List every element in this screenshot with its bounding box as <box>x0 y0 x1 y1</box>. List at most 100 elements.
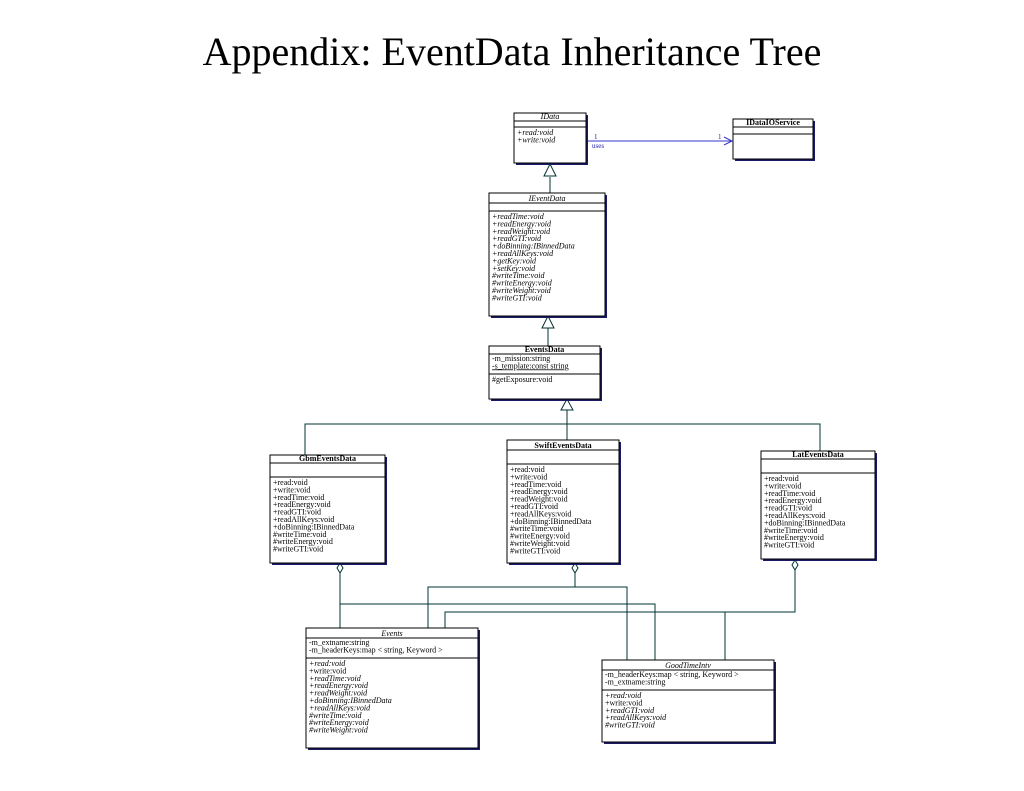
class-name: IData <box>540 112 560 121</box>
class-operation: #writeGTI:void <box>510 546 560 555</box>
box-border <box>269 454 386 564</box>
class-operation: +readAllKeys:void <box>492 249 554 258</box>
class-name: SwiftEventsData <box>534 441 591 450</box>
class-operation: #writeEnergy:void <box>764 533 824 542</box>
box-border <box>488 345 601 400</box>
agg-line-swift-bus <box>427 573 576 628</box>
class-operation: +readGTI:void <box>764 504 812 513</box>
class-operation: +readGTI:void <box>510 502 558 511</box>
class-operation: +doBinning:IBinnedData <box>510 517 592 526</box>
box-border <box>488 192 606 317</box>
box-border <box>760 450 876 560</box>
agg-line-swift-gti <box>575 586 628 660</box>
class-operation: +readGTI:void <box>492 234 542 243</box>
class-operation: #writeWeight:void <box>510 539 570 548</box>
class-box-gbm: GbmEventsData+read:void+write:void+readT… <box>269 454 387 565</box>
class-operation: +readWeight:void <box>309 689 368 698</box>
class-operation: +read:void <box>764 474 799 483</box>
class-operation: #writeTime:void <box>273 530 326 539</box>
class-operation: +write:void <box>605 698 642 707</box>
class-operation: +readAllKeys:void <box>273 515 334 524</box>
class-box-events: Events -m_extname:string-m_headerKeys:map… <box>305 627 480 750</box>
class-operation: +write:void <box>510 472 547 481</box>
class-operation: +readEnergy:void <box>273 500 331 509</box>
class-operation: +read:void <box>273 478 308 487</box>
agg-line-gbm-gti <box>340 603 656 660</box>
class-box-idata: IData +read:void+write:void <box>513 112 588 165</box>
class-operation: +readTime:void <box>309 674 362 683</box>
class-operation: +read:void <box>517 128 554 137</box>
class-operation: #writeGTI:void <box>764 541 814 550</box>
class-operation: +read:void <box>605 691 642 700</box>
class-operation: #getExposure:void <box>492 375 552 384</box>
class-operation: +setKey:void <box>492 264 536 273</box>
class-operation: +doBinning:IBinnedData <box>764 518 846 527</box>
class-name: IDataIOService <box>746 118 800 127</box>
class-operation: #writeGTI:void <box>492 293 543 302</box>
class-box-ieventdata: IEventData +readTime:void+readEnergy:void… <box>488 192 607 318</box>
class-name: LatEventsData <box>792 450 844 459</box>
inherit-line-bus <box>304 423 821 455</box>
assoc-from-multiplicity: 1 <box>594 133 598 141</box>
class-name: GoodTimeIntv <box>665 661 711 670</box>
class-box-lat: LatEventsData +read:void+write:void+readT… <box>760 450 877 561</box>
class-operation: +readAllKeys:void <box>605 713 667 722</box>
class-name: Events <box>380 629 402 638</box>
assoc-label-uses: uses <box>592 142 604 150</box>
class-operation: +readEnergy:void <box>510 487 568 496</box>
class-operation: +readEnergy:void <box>492 219 552 228</box>
box-border <box>305 627 479 749</box>
class-operation: #writeGTI:void <box>605 721 656 730</box>
class-operation: +read:void <box>309 659 346 668</box>
class-box-idataio: IDataIOService <box>732 118 815 161</box>
class-operation: +getKey:void <box>492 256 537 265</box>
class-operation: #writeTime:void <box>764 526 817 535</box>
class-operation: +readWeight:void <box>510 495 568 504</box>
class-name: GbmEventsData <box>299 454 356 463</box>
class-operation: #writeEnergy:void <box>492 279 553 288</box>
assoc-arrowhead <box>723 136 734 146</box>
class-operation: #writeEnergy:void <box>273 537 333 546</box>
class-operation: +readTime:void <box>764 489 815 498</box>
class-operation: +readAllKeys:void <box>309 703 371 712</box>
inherit-arrow-idata <box>543 162 557 177</box>
class-operation: +write:void <box>309 666 346 675</box>
class-attribute: -m_extname:string <box>605 677 665 686</box>
class-operation: +readGTI:void <box>273 508 321 517</box>
class-operation: #writeTime:void <box>510 524 563 533</box>
class-operation: +doBinning:IBinnedData <box>273 522 355 531</box>
class-attribute: -m_headerKeys:map < string, Keyword > <box>605 670 739 679</box>
class-operation: #writeEnergy:void <box>309 718 370 727</box>
class-attribute: -m_extname:string <box>309 638 369 647</box>
inherit-arrow-ieventdata <box>541 314 555 329</box>
class-operation: +write:void <box>517 135 556 144</box>
class-name: IEventData <box>528 194 566 203</box>
class-operation: +readTime:void <box>492 212 545 221</box>
class-operation: #writeWeight:void <box>309 726 369 735</box>
class-operation: #writeTime:void <box>492 271 545 280</box>
class-operation: +doBinning:IBinnedData <box>309 696 392 705</box>
class-operation: +readAllKeys:void <box>764 511 825 520</box>
agg-line-lat <box>444 570 796 628</box>
class-operation: #writeEnergy:void <box>510 532 570 541</box>
class-box-gti: GoodTimeIntv-m_headerKeys:map < string, … <box>601 659 776 744</box>
class-box-eventsdata: EventsData-m_mission:string-s_template:c… <box>488 345 602 401</box>
box-border <box>732 118 814 160</box>
class-operation: +doBinning:IBinnedData <box>492 242 575 251</box>
agg-diamond-lat <box>791 559 799 571</box>
class-operation: +readTime:void <box>510 480 561 489</box>
class-operation: +readAllKeys:void <box>510 509 571 518</box>
agg-diamond-gbm <box>336 562 344 574</box>
class-operation: +read:void <box>510 465 545 474</box>
class-operation: +write:void <box>764 481 801 490</box>
class-box-swift: SwiftEventsData+read:void+write:void+rea… <box>506 439 621 565</box>
class-attribute: -m_headerKeys:map < string, Keyword > <box>309 645 443 654</box>
class-operation: +readGTI:void <box>605 706 655 715</box>
class-operation: +readEnergy:void <box>764 496 822 505</box>
box-border <box>601 659 775 743</box>
class-operation: #writeWeight:void <box>492 286 552 295</box>
inherit-arrow-eventsdata <box>560 397 574 411</box>
class-operation: #writeGTI:void <box>273 545 323 554</box>
class-name: EventsData <box>525 345 565 354</box>
